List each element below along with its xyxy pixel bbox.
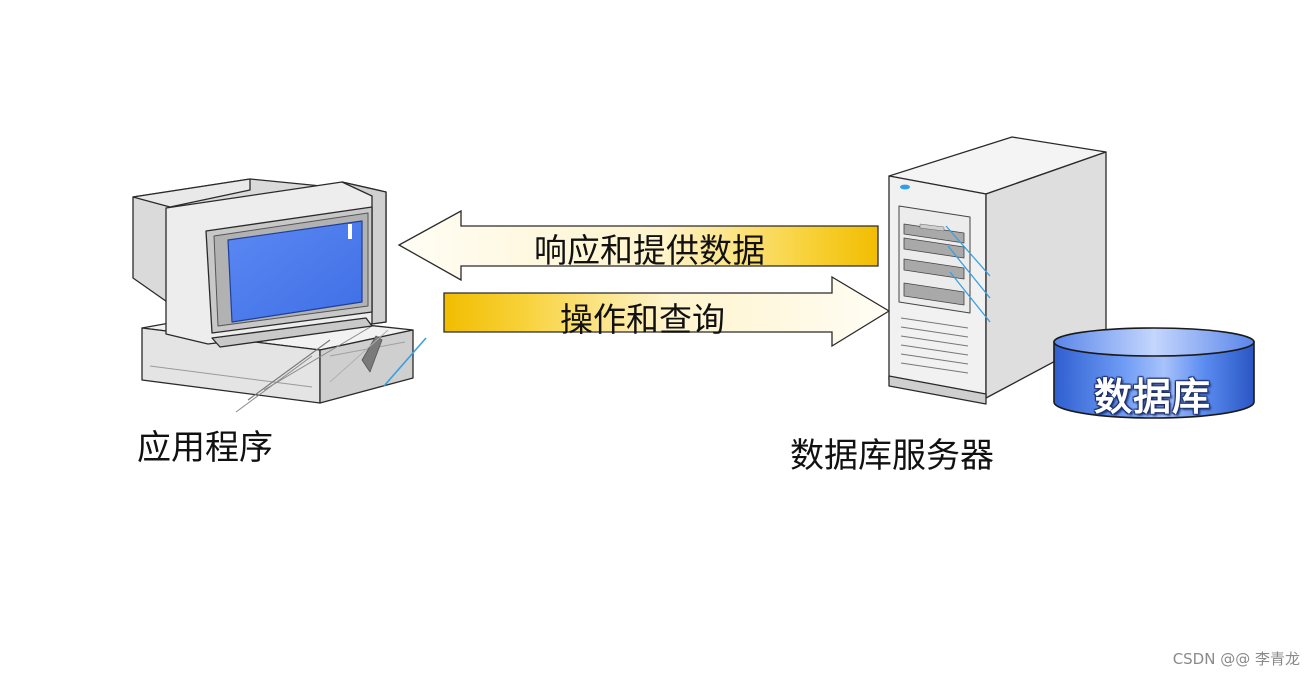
operation-arrow-label: 操作和查询 [560,300,725,339]
database-label: 数据库 [1094,375,1212,419]
computer-icon [132,178,427,413]
response-arrow-label: 响应和提供数据 [534,231,765,270]
database-body [1053,341,1255,419]
response-arrow [397,209,879,282]
monitor-screen [227,220,363,323]
application-label: 应用程序 [137,428,273,468]
database-icon [1053,327,1255,419]
operation-arrow [443,275,891,348]
database-top [1053,327,1255,357]
database-server-label: 数据库服务器 [790,436,994,476]
watermark: CSDN @@ 李青龙 [1172,650,1300,668]
